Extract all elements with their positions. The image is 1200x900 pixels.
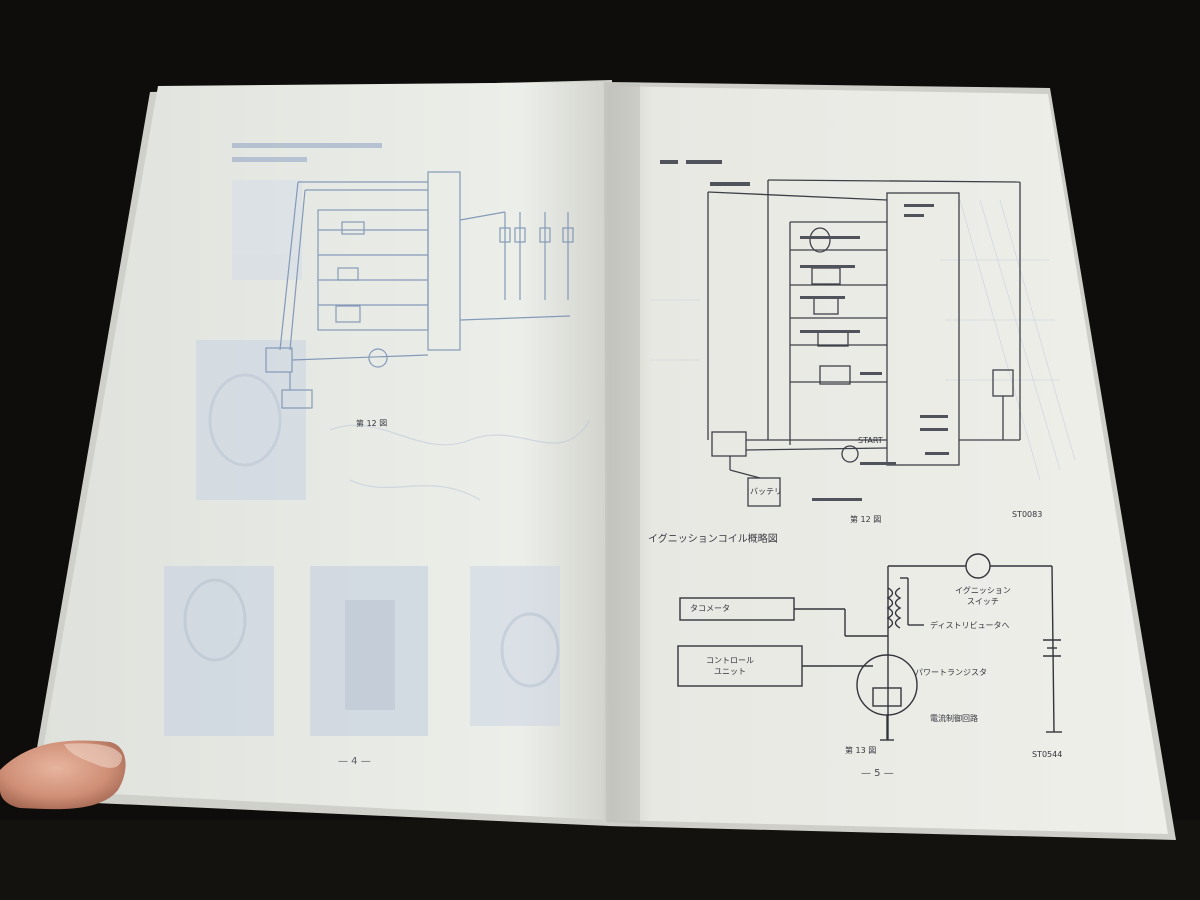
tachometer-label: タコメータ: [690, 604, 730, 613]
right-section-heading: イグニッションコイル概略図: [648, 534, 778, 545]
control-unit-label: コントロール ユニット: [706, 656, 754, 676]
distributor-label: ディストリビュータへ: [930, 621, 1010, 630]
start-label: START: [858, 436, 883, 445]
right-lower-figure-number: 第 13 図: [845, 746, 877, 755]
right-upper-code: ST0083: [1012, 510, 1043, 519]
battery-label: バッテリ: [750, 487, 782, 496]
power-transistor-label: パワートランジスタ: [915, 668, 987, 677]
thumb: [0, 740, 126, 810]
left-page: [28, 80, 612, 826]
right-lower-code: ST0544: [1032, 750, 1063, 759]
right-page: [604, 82, 1176, 840]
left-figure-number: 第 12 図: [355, 418, 388, 429]
current-control-label: 電流制御回路: [930, 714, 978, 723]
right-upper-figure-number: 第 12 図: [850, 515, 882, 524]
ignition-switch-label: イグニッション スイッチ: [955, 586, 1011, 606]
left-page-number: — 4 —: [338, 756, 371, 767]
right-page-number: — 5 —: [861, 768, 894, 779]
